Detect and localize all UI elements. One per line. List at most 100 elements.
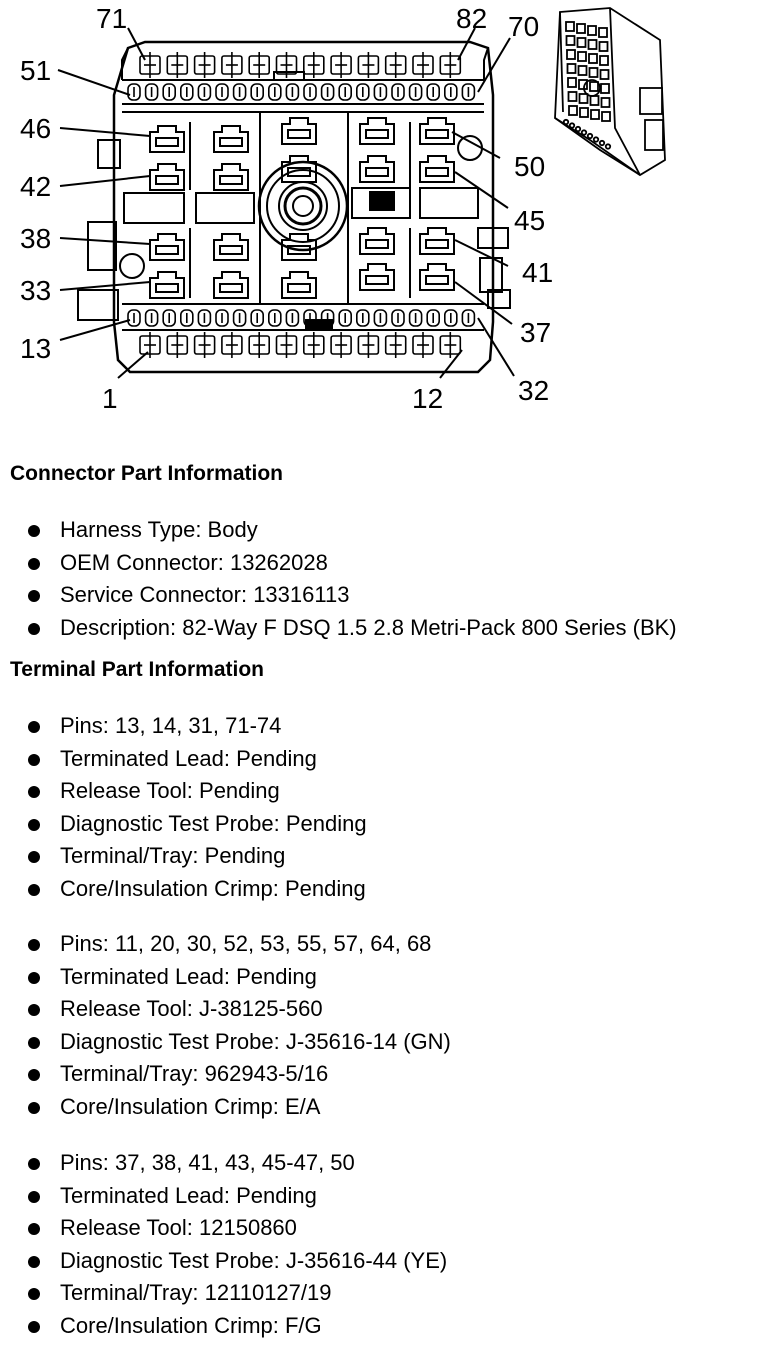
small-pin-cavity: [426, 309, 441, 327]
pin-label-70: 70: [508, 11, 539, 42]
small-pin-cavity: [162, 309, 176, 327]
terminal-cavity: [213, 233, 249, 261]
bullet-icon: [28, 753, 40, 766]
small-pin-cavity: [232, 309, 247, 327]
small-pin-cavity: [144, 309, 159, 327]
iso-pin: [562, 118, 570, 126]
blade-cavity: [166, 52, 189, 78]
iso-cell: [578, 93, 589, 104]
connector-body: [77, 40, 511, 374]
bullet-icon: [28, 939, 40, 951]
small-pin-cavity: [232, 83, 247, 101]
iso-pin: [598, 139, 606, 147]
pin-label-41: 41: [522, 257, 553, 288]
list-item: OEM Connector: 13262028: [0, 547, 677, 580]
blade-cavity: [248, 52, 270, 78]
small-pin-cavity: [285, 309, 300, 327]
pin-label-50: 50: [514, 151, 545, 182]
terminal-cavity: [149, 125, 185, 153]
bullet-icon: [28, 1004, 40, 1017]
blade-cavity: [193, 332, 216, 358]
iso-cell: [576, 37, 587, 48]
blade-cavity: [412, 52, 434, 78]
list-item: Core/Insulation Crimp: E/A: [0, 1091, 451, 1124]
list-item: Service Connector: 13316113: [0, 579, 677, 612]
iso-cell: [577, 65, 588, 76]
small-pin-cavity: [391, 83, 405, 101]
pin-label-45: 45: [514, 205, 545, 236]
list-item: Diagnostic Test Probe: Pending: [0, 808, 367, 841]
pin-label-51: 51: [20, 55, 51, 86]
blade-cavity: [166, 332, 189, 358]
small-pin-cavity: [373, 83, 388, 101]
iso-cell: [599, 69, 610, 80]
iso-pin: [604, 143, 612, 150]
terminal-cavity: [419, 263, 455, 291]
bullet-icon: [28, 1255, 40, 1268]
list-item: Terminated Lead: Pending: [0, 1180, 447, 1213]
terminal-cavity: [213, 271, 249, 299]
small-pin-cavity: [197, 83, 212, 101]
small-pin-cavity: [197, 309, 212, 327]
list-item: Terminated Lead: Pending: [0, 961, 451, 994]
terminal-part-heading: Terminal Part Information: [10, 658, 264, 681]
terminal-cavity: [149, 233, 185, 261]
blade-cavity: [275, 332, 298, 358]
blade-cavity: [221, 332, 243, 358]
iso-cell: [567, 77, 577, 88]
iso-cell: [565, 21, 575, 32]
pin-label-37: 37: [520, 317, 551, 348]
terminal-cavity: [359, 155, 395, 183]
blade-cavity: [330, 52, 352, 78]
terminal-cavity: [149, 271, 185, 299]
small-pin-cavity: [267, 83, 282, 101]
blade-cavity: [248, 332, 270, 358]
list-item: Release Tool: 12150860: [0, 1212, 447, 1245]
iso-pin: [580, 129, 588, 136]
list-item: Terminal/Tray: Pending: [0, 840, 367, 873]
list-item: Pins: 13, 14, 31, 71-74: [0, 710, 367, 743]
pin-label-33: 33: [20, 275, 51, 306]
list-item: Core/Insulation Crimp: Pending: [0, 873, 367, 906]
pin-number-labels: 71 82 70 51 46 50 42 45 38 41 33 37 13 3…: [20, 3, 553, 414]
iso-pin: [586, 132, 594, 140]
terminal-group-3: Pins: 37, 38, 41, 43, 45-47, 50 Terminat…: [0, 1147, 447, 1343]
connector-diagram: 71 82 70 51 46 50 42 45 38 41 33 37 13 3…: [0, 0, 768, 420]
iso-cell: [590, 109, 600, 120]
iso-cell: [587, 39, 598, 50]
terminal-cavity: [419, 155, 455, 183]
terminal-group-1: Pins: 13, 14, 31, 71-74 Terminated Lead:…: [0, 710, 367, 906]
bullet-icon: [28, 1288, 40, 1301]
small-pin-cavity: [215, 83, 229, 101]
terminal-cavity: [281, 117, 317, 145]
connector-part-heading: Connector Part Information: [10, 462, 284, 485]
small-pin-cavity: [250, 83, 264, 101]
list-item: Diagnostic Test Probe: J-35616-44 (YE): [0, 1245, 447, 1278]
small-pin-cavity: [180, 83, 194, 101]
blade-cavity: [384, 332, 407, 358]
iso-cell: [589, 81, 599, 92]
iso-cell: [579, 107, 589, 118]
iso-cell: [588, 67, 599, 78]
list-item: Release Tool: Pending: [0, 775, 367, 808]
small-pin-cavity: [408, 83, 423, 101]
terminal-cavity: [281, 155, 317, 183]
small-pin-cavity: [338, 309, 353, 327]
iso-cell: [566, 49, 576, 60]
small-pin-cavity: [180, 309, 194, 327]
pin-label-32: 32: [518, 375, 549, 406]
iso-cell: [598, 41, 609, 52]
terminal-group-2: Pins: 11, 20, 30, 52, 53, 55, 57, 64, 68…: [0, 928, 451, 1124]
terminal-cavity: [359, 227, 395, 255]
iso-cell: [566, 63, 577, 74]
bullet-icon: [28, 818, 40, 831]
large-terminal-cavities: [149, 117, 455, 299]
blade-cavity: [330, 332, 352, 358]
list-item: Pins: 11, 20, 30, 52, 53, 55, 57, 64, 68: [0, 928, 451, 961]
small-pin-cavity: [426, 83, 441, 101]
list-item: Terminated Lead: Pending: [0, 743, 367, 776]
bullet-icon: [28, 1036, 40, 1049]
iso-cell: [587, 25, 597, 36]
bullet-icon: [28, 590, 40, 603]
iso-cell: [567, 91, 578, 102]
